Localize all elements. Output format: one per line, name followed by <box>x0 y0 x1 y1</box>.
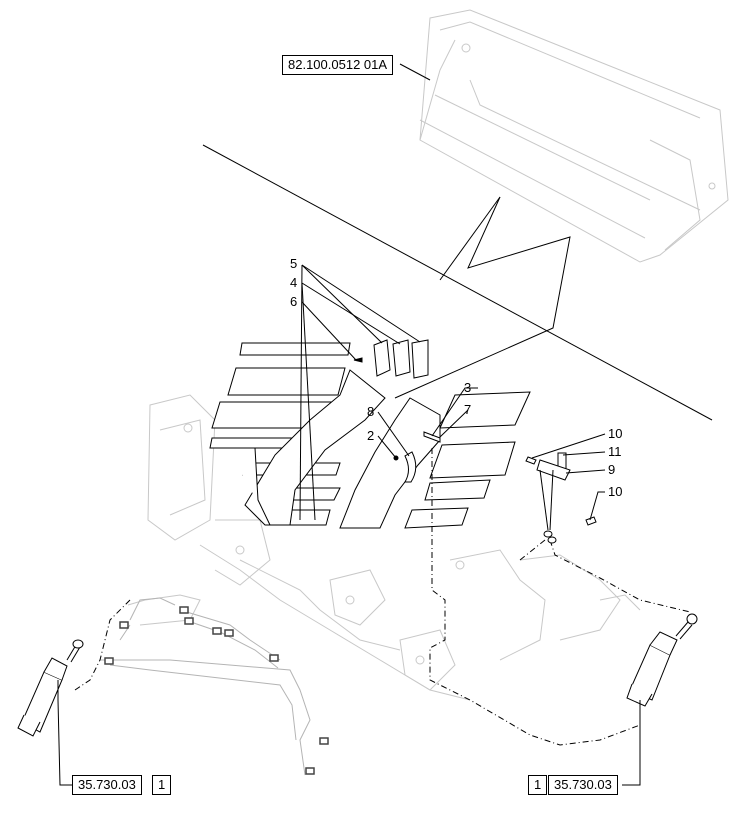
callout-label: 9 <box>608 462 616 477</box>
hydraulic-lines-ghost <box>100 597 311 776</box>
reference-bottom-left-code[interactable]: 35.730.03 <box>72 775 142 795</box>
gas-strut-left <box>17 639 84 737</box>
reference-bottom-right-code[interactable]: 35.730.03 <box>548 775 618 795</box>
small-parts <box>353 339 597 526</box>
callout-label: 10 <box>608 426 623 441</box>
callout-label: 8 <box>367 404 375 419</box>
dashed-construction-lines <box>74 448 691 746</box>
curved-plate-part <box>404 451 417 483</box>
screw-part <box>353 357 363 363</box>
loader-frame-ghost-drawing <box>127 394 641 701</box>
callout-label: 5 <box>290 256 298 271</box>
decal-stripes <box>209 342 386 526</box>
callout-label: 7 <box>464 402 472 417</box>
bucket-ghost-drawing <box>419 9 729 263</box>
reference-bottom-left-qty[interactable]: 1 <box>152 775 172 795</box>
callout-label: 10 <box>608 484 623 499</box>
handle-cylinder-part <box>536 459 571 481</box>
hydraulic-fittings <box>104 606 329 775</box>
wear-block-part <box>373 339 391 377</box>
key-part <box>585 516 597 526</box>
callout-label: 3 <box>464 380 472 395</box>
strut-leader-lines <box>57 63 641 786</box>
callout-label: 4 <box>290 275 298 290</box>
pivot-circles <box>543 530 557 544</box>
key-part <box>525 456 537 465</box>
gas-strut-right <box>626 613 698 707</box>
callout-label: 2 <box>367 428 375 443</box>
decal-stripes-right <box>339 391 531 529</box>
pin-part <box>423 431 441 443</box>
callout-leader-lines <box>299 264 606 531</box>
callout-label: 11 <box>608 444 622 459</box>
wedge-pointer-construction <box>202 144 713 421</box>
callout-label: 6 <box>290 294 298 309</box>
reference-top[interactable]: 82.100.0512 01A <box>282 55 394 75</box>
wear-block-part <box>411 339 429 379</box>
reference-bottom-right-qty[interactable]: 1 <box>528 775 548 795</box>
wear-block-part <box>392 339 411 377</box>
